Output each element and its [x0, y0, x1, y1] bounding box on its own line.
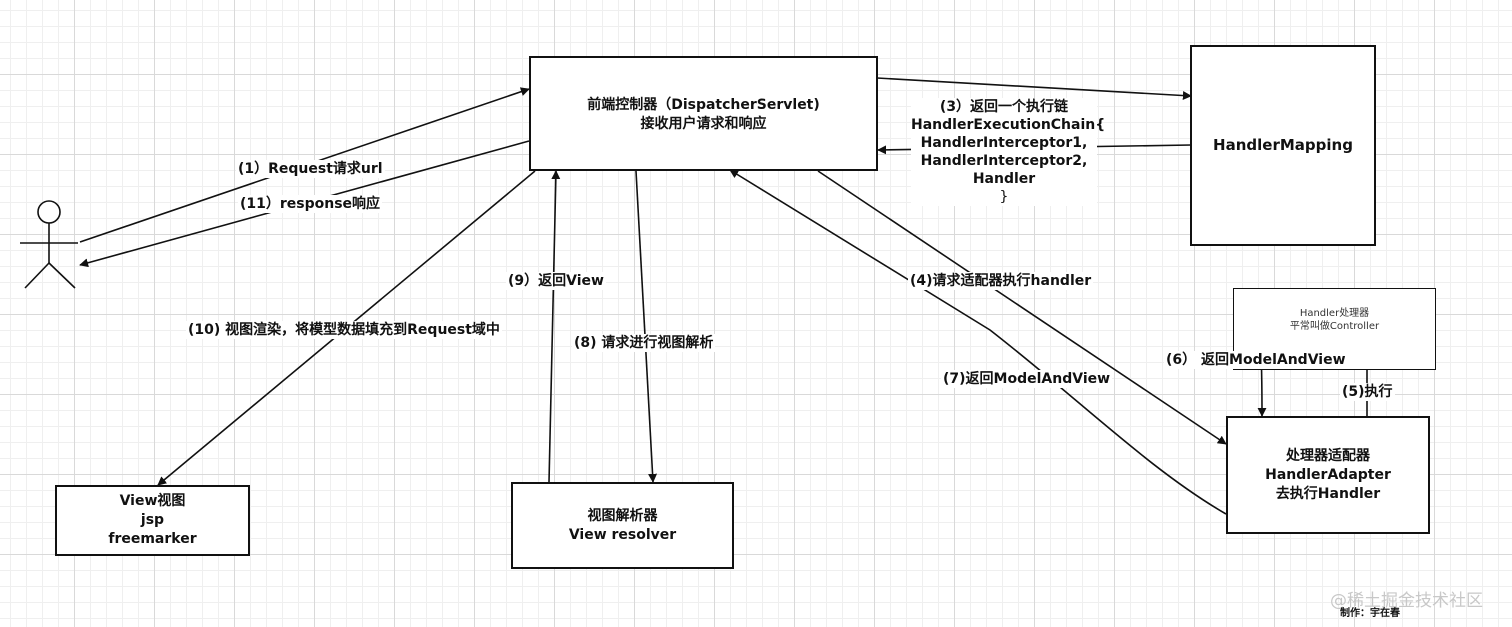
label-return-chain-1: (3）返回一个执行链 — [939, 99, 1069, 115]
view-resolver-box: 视图解析器 View resolver — [511, 482, 734, 569]
edge-call-adapter — [817, 170, 1227, 445]
label-request-url: (1）Request请求url — [236, 160, 385, 178]
view-resolver-line1: 视图解析器 — [587, 507, 658, 524]
handler-adapter-line1: 处理器适配器 — [1286, 447, 1370, 464]
handler-mapping-title: HandlerMapping — [1213, 136, 1353, 154]
label-return-chain-3: HandlerInterceptor1, — [920, 135, 1088, 151]
edge-return-view — [548, 170, 561, 483]
edge-resolve-view — [635, 170, 658, 483]
handler-subtitle: 平常叫做Controller — [1289, 321, 1380, 332]
dispatcher-servlet-box: 前端控制器（DispatcherServlet) 接收用户请求和响应 — [529, 56, 878, 171]
handler-adapter-line2: HandlerAdapter — [1265, 466, 1391, 483]
view-line2: jsp — [140, 512, 165, 528]
label-call-adapter: (4)请求适配器执行handler — [908, 272, 1094, 290]
label-return-view: (9）返回View — [506, 272, 606, 290]
view-line1: View视图 — [119, 493, 186, 509]
watermark: @稀土掘金技术社区 — [1330, 591, 1483, 611]
label-return-chain: (3）返回一个执行链 HandlerExecutionChain{ Handle… — [911, 98, 1106, 206]
author-credit: 制作：宇在春 — [1340, 608, 1400, 619]
handler-mapping-box: HandlerMapping — [1190, 45, 1376, 246]
handler-adapter-line3: 去执行Handler — [1275, 485, 1381, 502]
dispatcher-subtitle: 接收用户请求和响应 — [640, 116, 767, 132]
handler-title: Handler处理器 — [1299, 308, 1370, 319]
handler-adapter-box: 处理器适配器 HandlerAdapter 去执行Handler — [1226, 416, 1430, 534]
label-resolve-view: (8) 请求进行视图解析 — [572, 334, 716, 352]
label-return-chain-5: Handler — [972, 171, 1036, 187]
view-resolver-line2: View resolver — [568, 526, 677, 543]
dispatcher-title: 前端控制器（DispatcherServlet) — [587, 97, 820, 113]
label-execute-handler: (5)执行 — [1340, 383, 1395, 401]
label-return-chain-4: HandlerInterceptor2, — [920, 153, 1088, 169]
label-return-chain-2: HandlerExecutionChain{ — [911, 117, 1106, 133]
edge-lookup-handler — [876, 77, 1192, 101]
label-render-view: (10) 视图渲染，将模型数据填充到Request域中 — [186, 321, 502, 339]
user-actor — [20, 200, 78, 289]
view-line3: freemarker — [108, 531, 197, 547]
label-handler-return: (6） 返回ModelAndView — [1164, 351, 1348, 369]
view-box: View视图 jsp freemarker — [55, 485, 250, 556]
label-return-chain-6: } — [999, 189, 1009, 205]
label-return-modelandview: (7)返回ModelAndView — [941, 370, 1113, 388]
label-response: (11）response响应 — [238, 195, 383, 213]
edge-return-modelandview — [729, 169, 1227, 515]
